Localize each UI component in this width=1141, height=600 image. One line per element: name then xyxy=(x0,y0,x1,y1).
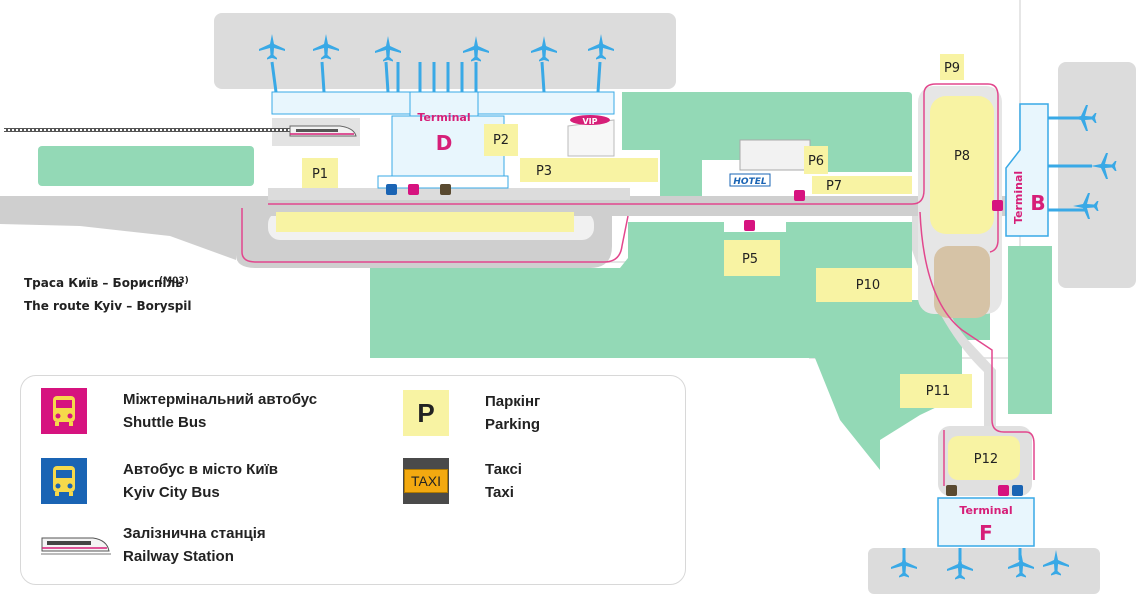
shuttle-stop-icon xyxy=(744,220,755,231)
apron-f xyxy=(868,548,1100,594)
parking-lot-p2 xyxy=(484,124,518,156)
parking-label-p3: P3 xyxy=(536,164,552,179)
terminal-f-word: Terminal xyxy=(959,504,1012,517)
shuttle-stop-icon xyxy=(992,200,1003,211)
parking-lot-p8 xyxy=(930,96,994,234)
parking-lot-p10 xyxy=(816,268,912,302)
legend-parking-en: Parking xyxy=(485,416,541,433)
vip-label: VIP xyxy=(582,117,597,126)
green-area-west xyxy=(38,146,254,186)
vip-terminal xyxy=(567,115,615,157)
parking-label-p12: P12 xyxy=(974,452,998,467)
apron-b xyxy=(1058,62,1136,288)
parking-label-p5: P5 xyxy=(742,252,758,267)
city-bus-stop-icon xyxy=(386,184,397,195)
legend-city-bus-ua: Автобус в місто Київ xyxy=(123,461,279,478)
terminal-b-letter: B xyxy=(1030,191,1045,215)
parking-lot-p11 xyxy=(900,374,972,408)
apron-d xyxy=(214,13,676,89)
taxi-stop-icon xyxy=(946,485,957,496)
city-bus-icon xyxy=(41,458,87,504)
route-label-en: The route Kyiv – Boryspil xyxy=(24,299,192,313)
city-bus-stop-icon xyxy=(1012,485,1023,496)
legend-railway-ua: Залізнична станція xyxy=(123,525,266,542)
legend-taxi-ua: Таксі xyxy=(485,461,522,478)
parking-label-p10: P10 xyxy=(856,278,880,293)
legend-city-bus-en: Kyiv City Bus xyxy=(123,484,220,501)
taxi-stop-icon xyxy=(440,184,451,195)
shuttle-route-f xyxy=(943,419,1035,486)
terminal-b-word: Terminal xyxy=(1012,171,1025,224)
route-code: (M03) xyxy=(159,276,189,286)
parking-label-p1: P1 xyxy=(312,167,328,182)
parking-lot-p6 xyxy=(804,146,828,174)
terminal-d-piers xyxy=(270,61,602,93)
parking-lot-p9 xyxy=(940,54,964,80)
shuttle-bus-icon xyxy=(41,388,87,434)
road-west-fan xyxy=(0,216,236,260)
parking-lot-p7 xyxy=(812,176,912,194)
terminal-d-letter: D xyxy=(436,131,453,155)
shuttle-route xyxy=(241,83,999,420)
legend-shuttle-ua: Міжтермінальний автобус xyxy=(123,391,318,408)
legend-railway-en: Railway Station xyxy=(123,548,234,565)
train-icon-map xyxy=(289,125,357,137)
parking-label-p9: P9 xyxy=(944,61,960,76)
train-icon xyxy=(41,522,111,568)
hotel-building xyxy=(729,139,811,187)
parking-lot-center xyxy=(276,212,574,232)
hotel-label: HOTEL xyxy=(733,177,766,187)
shuttle-stop-icon xyxy=(794,190,805,201)
parking-label-p8: P8 xyxy=(954,149,970,164)
parking-lot-p12 xyxy=(948,436,1020,480)
green-area-east xyxy=(1008,246,1052,414)
terminal-d-word: Terminal xyxy=(417,111,470,124)
terminal-f-letter: F xyxy=(979,521,993,545)
legend-taxi-en: Taxi xyxy=(485,484,514,501)
shuttle-stop-icon xyxy=(408,184,419,195)
terminal-b-building xyxy=(1005,103,1092,237)
parking-label-p7: P7 xyxy=(826,179,842,194)
taxi-icon: TAXI xyxy=(403,458,449,504)
parking-lot-p1 xyxy=(302,158,338,188)
taxi-sign: TAXI xyxy=(404,469,448,493)
legend-shuttle-en: Shuttle Bus xyxy=(123,414,207,431)
main-road xyxy=(0,196,940,216)
parking-label-p11: P11 xyxy=(926,384,950,399)
parking-lot-p5 xyxy=(724,240,780,276)
route-label-ua: Траса Київ – Бориспіль xyxy=(24,276,183,290)
brown-lot xyxy=(934,246,990,318)
parking-label-p2: P2 xyxy=(493,133,509,148)
legend-parking-ua: Паркінг xyxy=(485,393,541,410)
parking-icon: P xyxy=(403,390,449,436)
shuttle-stop-icon xyxy=(998,485,1009,496)
parking-label-p6: P6 xyxy=(808,154,824,169)
parking-lot-p3 xyxy=(520,158,658,182)
